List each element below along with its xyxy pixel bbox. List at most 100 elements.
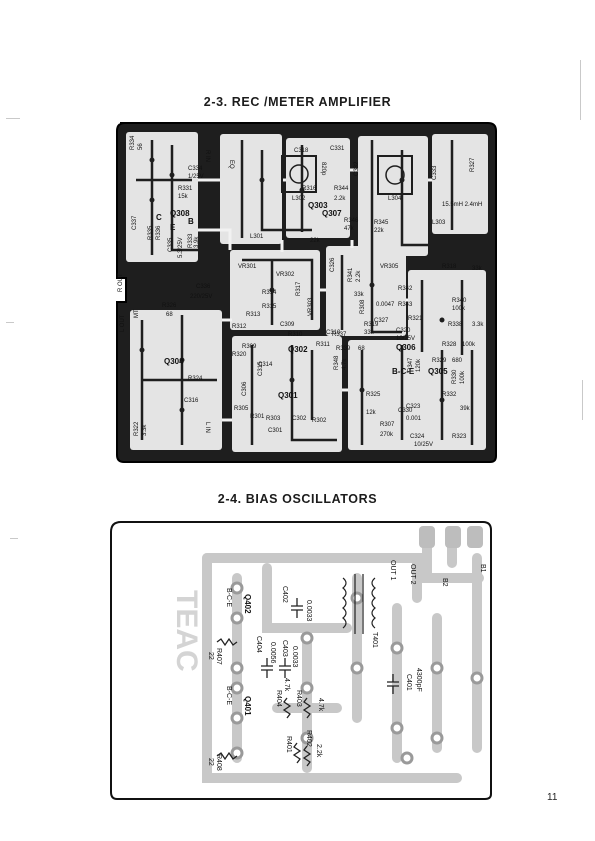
svg-text:C320: C320 [396,328,411,334]
svg-text:C403: C403 [281,640,288,657]
svg-text:10/25V: 10/25V [396,336,415,342]
svg-text:C401: C401 [405,674,412,691]
svg-text:47k: 47k [344,226,355,232]
svg-text:R309: R309 [242,344,257,350]
svg-text:4300pF: 4300pF [415,668,422,692]
component-symbols [216,598,399,767]
svg-text:Q401: Q401 [243,696,252,716]
svg-text:R316: R316 [302,186,317,192]
svg-text:3.3k: 3.3k [142,424,148,436]
svg-text:R334: R334 [130,135,136,150]
svg-text:2.2k: 2.2k [315,744,322,758]
svg-text:Q306: Q306 [396,343,416,352]
rec-meter-pcb-svg: R334 56 C334 1/25V R331 15k Q308 C337 R3… [116,122,497,463]
svg-text:0.0033: 0.0033 [291,646,298,668]
coil-l302-outline [281,155,317,193]
svg-text:C306: C306 [242,381,248,396]
svg-text:R330: R330 [452,369,458,384]
svg-text:R311: R311 [316,342,331,348]
svg-text:68: 68 [166,312,173,318]
svg-text:T401: T401 [371,632,378,648]
svg-text:C333: C333 [432,165,438,180]
svg-text:10/25V: 10/25V [414,442,433,448]
svg-text:C334: C334 [188,166,203,172]
scan-mark [582,380,583,420]
svg-text:B-C-E: B-C-E [392,367,415,376]
svg-text:R322: R322 [134,421,140,436]
svg-text:R340: R340 [452,298,467,304]
page-number: 11 [547,792,558,803]
svg-text:R321: R321 [408,316,423,322]
svg-text:100k: 100k [460,370,466,384]
svg-text:R402: R402 [305,730,312,747]
svg-text:R323: R323 [452,434,467,440]
svg-text:R407: R407 [215,648,222,665]
svg-text:R408: R408 [215,754,222,771]
svg-text:2.2k: 2.2k [356,270,362,282]
svg-text:C302: C302 [292,416,307,422]
svg-text:680: 680 [452,358,463,364]
svg-text:R310: R310 [288,332,303,338]
svg-text:L IN: L IN [204,422,210,433]
svg-text:R324: R324 [188,376,203,382]
svg-text:C337: C337 [132,215,138,230]
svg-text:R346: R346 [344,218,359,224]
svg-text:R308: R308 [360,299,366,314]
svg-text:R336: R336 [156,225,162,240]
svg-text:22k: 22k [374,228,385,234]
svg-text:100k: 100k [452,306,466,312]
svg-text:R315: R315 [262,304,277,310]
svg-text:R313: R313 [246,312,261,318]
svg-text:R347: R347 [408,357,414,372]
svg-text:R331: R331 [178,186,193,192]
svg-text:R332: R332 [442,392,457,398]
svg-text:39k: 39k [460,406,471,412]
svg-text:R335: R335 [148,225,154,240]
bridging-traces [198,168,432,422]
svg-text:C402: C402 [281,586,288,603]
svg-text:B: B [188,217,194,226]
scan-mark [6,322,14,323]
svg-text:C309: C309 [280,322,295,328]
svg-text:E: E [170,223,176,232]
svg-text:Q301: Q301 [278,391,298,400]
section-title-bias-osc: 2-4. BIAS OSCILLATORS [217,492,378,506]
scan-mark [10,538,18,539]
svg-text:R318: R318 [442,264,457,270]
svg-text:L301: L301 [250,234,264,240]
svg-text:100k: 100k [462,342,476,348]
svg-text:0.0047: 0.0047 [376,302,395,308]
svg-text:C331: C331 [330,146,345,152]
svg-text:Q307: Q307 [322,209,342,218]
svg-text:R403: R403 [295,690,302,707]
scan-mark [580,60,581,120]
coil-l302-icon [289,164,309,184]
svg-text:120k: 120k [416,358,422,372]
svg-text:R OUT: R OUT [118,273,124,292]
svg-text:4.7k: 4.7k [342,358,348,370]
svg-text:B2: B2 [441,578,448,587]
svg-text:0.0033: 0.0033 [305,600,312,622]
svg-text:C318: C318 [294,148,309,154]
component-labels: R334 56 C334 1/25V R331 15k Q308 C337 R3… [118,135,484,448]
component-labels: B2 B1 OUT 1 OUT 2 C402 0.0033 B-C-E Q402… [207,560,486,771]
svg-text:R328: R328 [442,342,457,348]
board-tracks [136,140,474,445]
svg-text:Q308: Q308 [170,209,190,218]
svg-text:33k: 33k [354,292,365,298]
svg-text:R344: R344 [334,186,349,192]
svg-text:R319: R319 [364,322,379,328]
transformer-t401-icon [342,574,376,634]
svg-text:22: 22 [207,758,214,766]
scan-mark [6,118,20,119]
svg-text:R IN: R IN [204,150,210,162]
svg-text:C: C [156,213,162,222]
svg-text:C404: C404 [255,636,262,653]
svg-text:Q402: Q402 [243,594,252,614]
svg-text:R320: R320 [232,352,247,358]
svg-text:56: 56 [138,143,144,150]
svg-text:VR305: VR305 [380,264,399,270]
svg-text:R348: R348 [334,355,340,370]
svg-text:R327: R327 [470,157,476,172]
svg-text:R337: R337 [332,332,347,338]
